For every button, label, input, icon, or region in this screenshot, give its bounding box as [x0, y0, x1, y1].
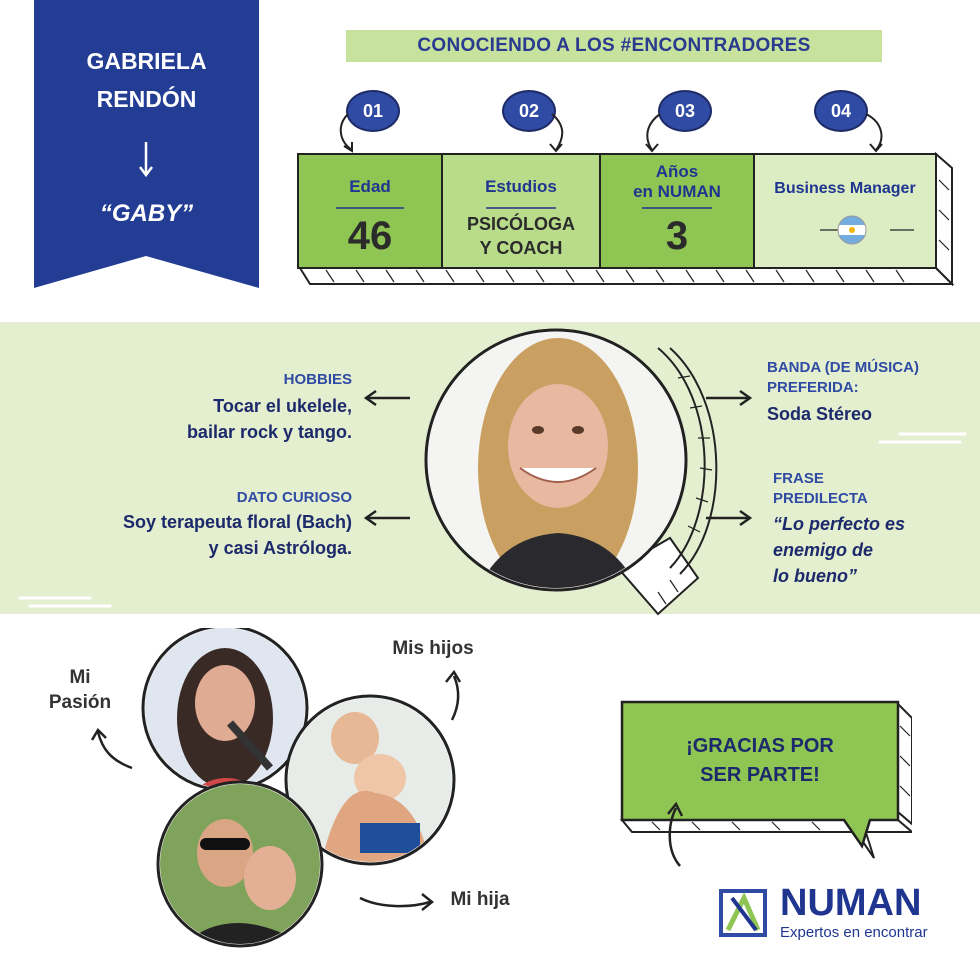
fun-fact-title: DATO CURIOSO: [236, 489, 352, 506]
passion-photo: [141, 628, 309, 792]
first-name: GABRIELA: [86, 48, 207, 74]
band-title-line1: BANDA (DE MÚSICA): [767, 359, 919, 376]
curved-arrow-icon: [667, 801, 684, 867]
name-banner: GABRIELA RENDÓN “GABY”: [34, 0, 259, 288]
fun-fact-line1: Soy terapeuta floral (Bach): [122, 512, 352, 532]
kids-caption: Mis hijos: [392, 638, 474, 659]
studies-label: Estudios: [485, 177, 557, 196]
step-circle-03: 03: [658, 90, 712, 132]
arrow-down-icon: [139, 142, 153, 178]
stats-box: Edad 46 Estudios PSICÓLOGA Y COACH Años …: [296, 150, 958, 290]
years-value: 3: [665, 214, 689, 258]
step-arrows: [339, 113, 883, 153]
brand-tagline: Expertos en encontrar: [780, 924, 928, 941]
step-circle-02: 02: [502, 90, 556, 132]
argentina-flag-icon: [837, 215, 867, 245]
nickname: “GABY”: [99, 200, 194, 227]
hobbies-line2: bailar rock y tango.: [186, 422, 352, 442]
band-value: Soda Stéreo: [767, 404, 873, 424]
hobbies-line1: Tocar el ukelele,: [213, 396, 352, 416]
header-title: CONOCIENDO A LOS #ENCONTRADORES: [417, 35, 811, 56]
step-circle-04: 04: [814, 90, 868, 132]
role-label: Business Manager: [774, 180, 916, 197]
studies-value-line1: PSICÓLOGA: [466, 214, 575, 234]
years-label-line1: Años: [655, 162, 699, 181]
section-header: CONOCIENDO A LOS #ENCONTRADORES: [346, 30, 882, 62]
passion-caption-line2: Pasión: [48, 692, 112, 713]
years-label-line2: en NUMAN: [633, 182, 721, 201]
hobbies-title: HOBBIES: [283, 371, 352, 388]
info-arrows: [363, 389, 753, 527]
stats-box-shape: [297, 151, 955, 287]
portrait-photo: [428, 332, 684, 588]
studies-value-line2: Y COACH: [479, 238, 563, 258]
fun-fact-line2: y casi Astróloga.: [208, 538, 352, 558]
brand-name: NUMAN: [780, 882, 922, 924]
photo-arrows: [90, 669, 462, 911]
thanks-line2: SER PARTE!: [700, 764, 820, 786]
thanks-bubble: [619, 700, 912, 859]
band-decorations: [18, 432, 967, 608]
family-photo-collage: [141, 628, 456, 948]
quote-title-line1: FRASE: [773, 470, 824, 487]
quote-title-line2: PREDILECTA: [773, 490, 868, 507]
step-circle-01: 01: [346, 90, 400, 132]
quote-line1: “Lo perfecto es: [773, 514, 906, 534]
daughter-caption: Mi hija: [450, 889, 510, 910]
quote-line2: enemigo de: [773, 540, 874, 560]
last-name: RENDÓN: [96, 86, 197, 112]
quote-line3: lo bueno”: [773, 566, 857, 586]
passion-caption-line1: Mi: [69, 667, 91, 688]
thanks-line1: ¡GRACIAS POR: [686, 735, 834, 757]
age-label: Edad: [349, 177, 391, 196]
band-title-line2: PREFERIDA:: [767, 379, 859, 396]
q-photo-frame: [424, 328, 718, 616]
numan-logo-icon: [719, 889, 767, 937]
age-value: 46: [347, 214, 393, 258]
